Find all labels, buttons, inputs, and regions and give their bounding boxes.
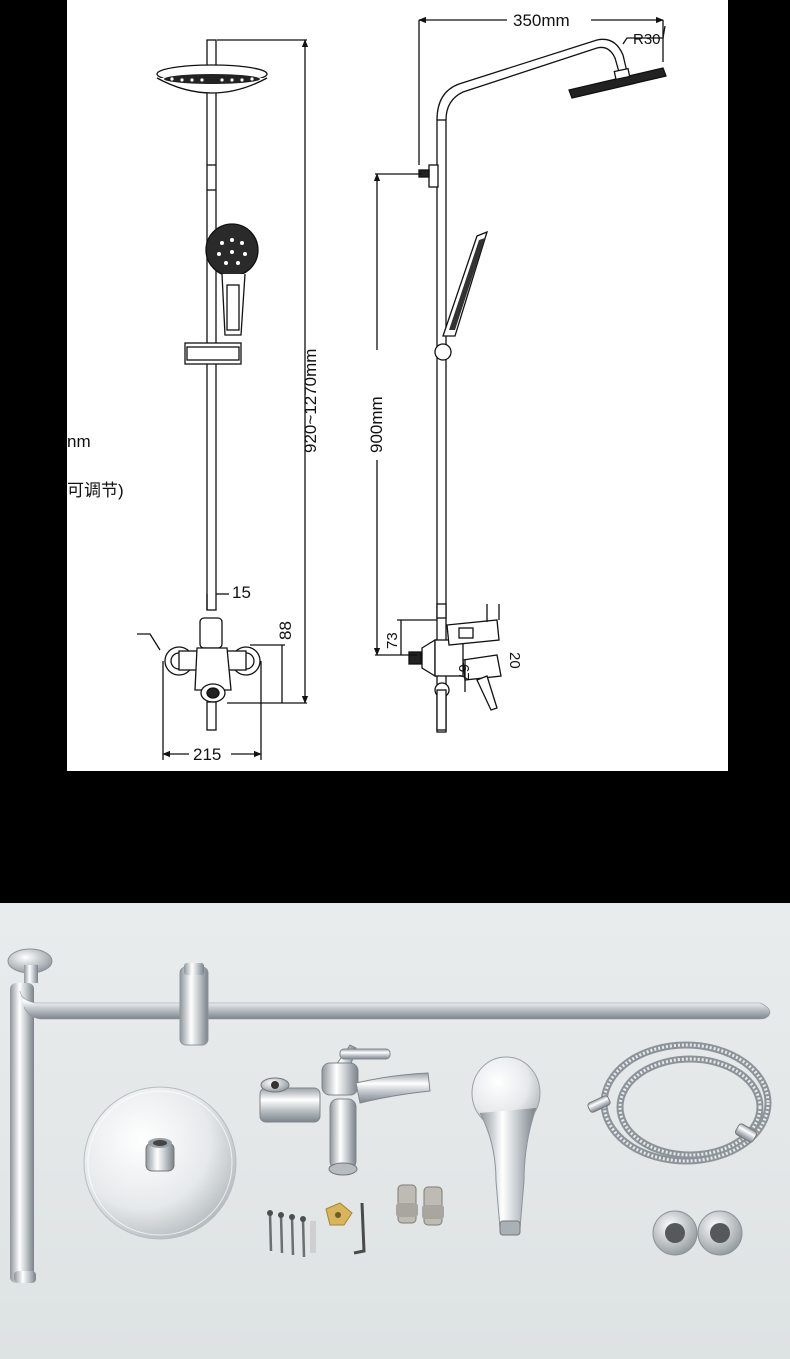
- front-mixer-valve: [164, 617, 261, 731]
- hand-shower: [471, 1056, 541, 1236]
- side-view: [373, 16, 667, 733]
- dim-valve-offset: 73: [384, 632, 401, 649]
- dim-spout-drop: 20: [506, 652, 523, 669]
- dim-slide-bar-height: 900mm: [367, 396, 386, 453]
- cropped-text-fragment-1: nm: [67, 432, 91, 451]
- overhead-rain-shower-head: [83, 1086, 237, 1240]
- product-photo: [0, 903, 790, 1359]
- side-rain-head: [568, 67, 667, 99]
- hex-key-wrench: [325, 1202, 366, 1255]
- front-rain-head: [156, 64, 268, 94]
- wall-anchors-and-screws: [267, 1210, 316, 1258]
- front-hand-shower: [205, 223, 259, 336]
- front-riser-pipe: [206, 39, 217, 611]
- dim-spout-reach: 67: [455, 664, 472, 681]
- decorative-escutcheons: [652, 1210, 743, 1256]
- dim-valve-height: 88: [276, 621, 295, 640]
- side-mixer-valve: [408, 603, 502, 731]
- front-view: [137, 39, 309, 760]
- dim-arm-length: 350mm: [513, 11, 570, 30]
- dim-elbow-radius: R30: [633, 31, 661, 48]
- dim-pipe-diameter: 15: [232, 583, 251, 602]
- cropped-text-fragment-2: 可调节): [67, 481, 124, 500]
- side-shower-arm: [436, 38, 628, 121]
- dim-width: 215: [193, 745, 221, 764]
- side-riser-pipe: [436, 119, 447, 733]
- dim-height-range: 920~1270mm: [301, 349, 320, 453]
- photo-canvas: [7, 948, 772, 1283]
- eccentric-connectors: [396, 1184, 444, 1226]
- stainless-steel-hose: [587, 1041, 772, 1165]
- drawing-canvas: 920~1270mm 15 88 215: [137, 11, 667, 764]
- slide-rail-bar: [7, 948, 771, 1283]
- technical-drawing: nm 可调节): [67, 0, 728, 771]
- mixer-valve-faucet: [259, 1044, 431, 1176]
